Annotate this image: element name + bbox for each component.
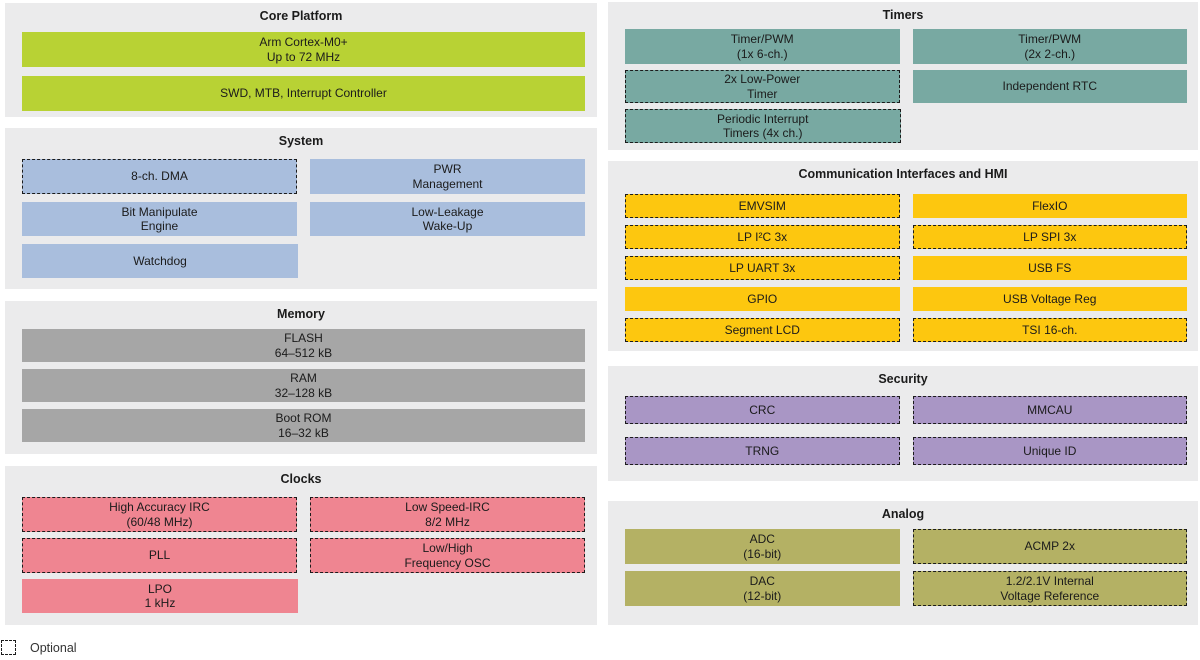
block-lpo: LPO 1 kHz [22,579,298,613]
section-title-analog: Analog [881,507,925,521]
row: LP I²C 3x LP SPI 3x [625,225,1187,249]
section-rows: FLASH 64–512 kB RAM 32–128 kB Boot ROM 1… [5,329,597,442]
row: TRNG Unique ID [625,437,1187,465]
row: FLASH 64–512 kB [22,329,585,362]
block-swd-mtb-interrupt-controller: SWD, MTB, Interrupt Controller [22,76,585,111]
section-rows: High Accuracy IRC (60/48 MHz) Low Speed-… [5,497,597,613]
section-rows: CRC MMCAU TRNG Unique ID [608,396,1198,465]
section-communication-interfaces-hmi: Communication Interfaces and HMI EMVSIM … [608,161,1198,351]
row: Bit Manipulate Engine Low-Leakage Wake-U… [22,202,585,236]
block-crc: CRC [625,396,900,424]
row: RAM 32–128 kB [22,369,585,402]
row: DAC (12-bit) 1.2/2.1V Internal Voltage R… [625,571,1187,606]
row: CRC MMCAU [625,396,1187,424]
row: EMVSIM FlexIO [625,194,1187,218]
block-segment-lcd: Segment LCD [625,318,900,342]
block-lp-i2c: LP I²C 3x [625,225,900,249]
block-bit-manipulate-engine: Bit Manipulate Engine [22,202,297,236]
section-title-clocks: Clocks [280,472,322,486]
row: Periodic Interrupt Timers (4x ch.) [625,109,1187,143]
legend-label: Optional [30,640,77,655]
row: SWD, MTB, Interrupt Controller [22,76,585,111]
row: ADC (16-bit) ACMP 2x [625,529,1187,564]
section-title-core-platform: Core Platform [259,9,343,23]
section-title-timers: Timers [882,8,924,22]
section-system: System 8-ch. DMA PWR Management Bit Mani… [5,128,597,289]
row: PLL Low/High Frequency OSC [22,538,585,573]
section-title-security: Security [878,372,928,386]
section-title-system: System [278,134,324,148]
row: 2x Low-Power Timer Independent RTC [625,70,1187,103]
block-independent-rtc: Independent RTC [912,70,1187,103]
block-lp-uart: LP UART 3x [625,256,900,280]
section-rows: EMVSIM FlexIO LP I²C 3x LP SPI 3x LP UAR… [608,194,1198,342]
row: 8-ch. DMA PWR Management [22,159,585,194]
block-ram: RAM 32–128 kB [22,369,585,402]
section-title-communication: Communication Interfaces and HMI [798,167,1008,181]
block-8ch-dma: 8-ch. DMA [22,159,297,194]
legend-optional: Optional [1,640,77,655]
block-low-high-frequency-osc: Low/High Frequency OSC [310,538,585,573]
block-flexio: FlexIO [912,194,1187,218]
block-unique-id: Unique ID [912,437,1187,465]
row: LPO 1 kHz [22,579,585,613]
row: Timer/PWM (1x 6-ch.) Timer/PWM (2x 2-ch.… [625,29,1187,64]
block-gpio: GPIO [625,287,900,311]
block-arm-cortex-m0: Arm Cortex-M0+ Up to 72 MHz [22,32,585,67]
block-usb-voltage-reg: USB Voltage Reg [912,287,1187,311]
row: Segment LCD TSI 16-ch. [625,318,1187,342]
section-title-memory: Memory [277,307,325,321]
block-lp-spi: LP SPI 3x [912,225,1187,249]
block-low-speed-irc: Low Speed-IRC 8/2 MHz [310,497,585,532]
section-analog: Analog ADC (16-bit) ACMP 2x DAC (12-bit)… [608,501,1198,625]
block-mmcau: MMCAU [912,396,1187,424]
block-2x-low-power-timer: 2x Low-Power Timer [625,70,900,103]
block-low-leakage-wake-up: Low-Leakage Wake-Up [310,202,585,236]
block-watchdog: Watchdog [22,244,298,278]
row: LP UART 3x USB FS [625,256,1187,280]
row: High Accuracy IRC (60/48 MHz) Low Speed-… [22,497,585,532]
section-core-platform: Core Platform Arm Cortex-M0+ Up to 72 MH… [5,3,597,117]
section-security: Security CRC MMCAU TRNG Unique ID [608,366,1198,481]
row: Boot ROM 16–32 kB [22,409,585,442]
block-boot-rom: Boot ROM 16–32 kB [22,409,585,442]
section-memory: Memory FLASH 64–512 kB RAM 32–128 kB Boo… [5,301,597,454]
section-clocks: Clocks High Accuracy IRC (60/48 MHz) Low… [5,466,597,625]
block-dac: DAC (12-bit) [625,571,900,606]
block-tsi: TSI 16-ch. [912,318,1187,342]
block-acmp: ACMP 2x [912,529,1187,564]
row: Arm Cortex-M0+ Up to 72 MHz [22,32,585,67]
row: GPIO USB Voltage Reg [625,287,1187,311]
block-trng: TRNG [625,437,900,465]
block-timer-pwm-1x6ch: Timer/PWM (1x 6-ch.) [625,29,900,64]
block-voltage-reference: 1.2/2.1V Internal Voltage Reference [912,571,1187,606]
block-timer-pwm-2x2ch: Timer/PWM (2x 2-ch.) [912,29,1187,64]
row-spacer [311,244,585,278]
block-pll: PLL [22,538,297,573]
block-adc: ADC (16-bit) [625,529,900,564]
block-emvsim: EMVSIM [625,194,900,218]
row: Watchdog [22,244,585,278]
section-rows: ADC (16-bit) ACMP 2x DAC (12-bit) 1.2/2.… [608,529,1198,606]
block-usb-fs: USB FS [912,256,1187,280]
block-periodic-interrupt-timers: Periodic Interrupt Timers (4x ch.) [625,109,901,143]
section-rows: Timer/PWM (1x 6-ch.) Timer/PWM (2x 2-ch.… [608,29,1198,143]
row-spacer [311,579,585,613]
block-high-accuracy-irc: High Accuracy IRC (60/48 MHz) [22,497,297,532]
section-rows: 8-ch. DMA PWR Management Bit Manipulate … [5,159,597,278]
section-rows: Arm Cortex-M0+ Up to 72 MHz SWD, MTB, In… [5,32,597,111]
optional-dashed-swatch-icon [1,640,16,655]
block-flash: FLASH 64–512 kB [22,329,585,362]
row-spacer [914,109,1188,143]
block-pwr-management: PWR Management [310,159,585,194]
section-timers: Timers Timer/PWM (1x 6-ch.) Timer/PWM (2… [608,2,1198,150]
